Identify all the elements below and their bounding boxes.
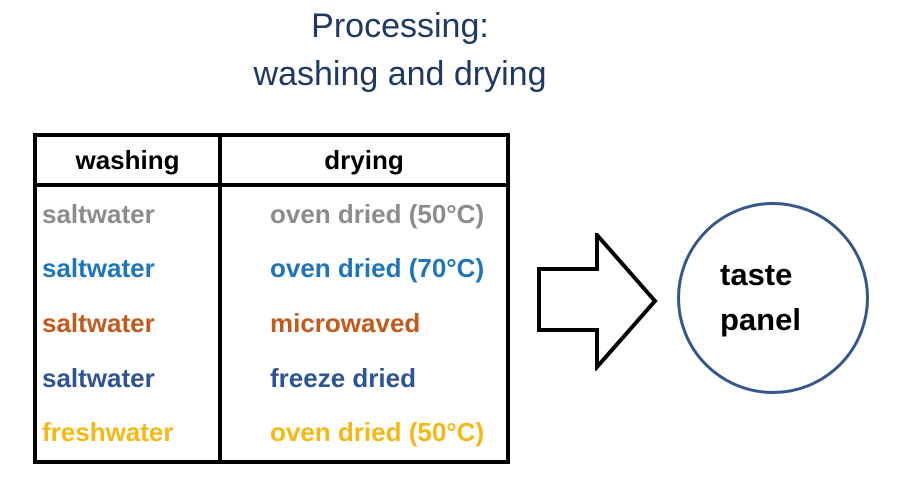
table-row: saltwater freeze dried xyxy=(37,350,506,406)
washing-cell: saltwater xyxy=(37,187,222,242)
washing-cell: freshwater xyxy=(37,405,222,460)
right-block-arrow-icon xyxy=(537,229,659,373)
washing-cell: saltwater xyxy=(37,350,222,406)
taste-panel-circle: taste panel xyxy=(677,202,869,394)
page-title: Processing: washing and drying xyxy=(100,2,700,99)
drying-cell: oven dried (50°C) xyxy=(270,417,485,448)
table-row: saltwater oven dried (70°C) xyxy=(37,241,506,297)
washing-cell: saltwater xyxy=(37,241,222,297)
drying-cell: freeze dried xyxy=(270,362,416,393)
processing-table: washing drying saltwater oven dried (50°… xyxy=(33,133,510,464)
page-title-line1: Processing: xyxy=(311,7,489,45)
drying-cell: microwaved xyxy=(270,307,421,338)
table-row: saltwater oven dried (50°C) xyxy=(37,187,506,242)
table-body: saltwater oven dried (50°C) saltwater ov… xyxy=(37,187,506,460)
taste-panel-label-line2: panel xyxy=(720,302,801,337)
page-title-line2: washing and drying xyxy=(253,55,547,94)
drying-cell: oven dried (50°C) xyxy=(270,198,485,229)
taste-panel-label-line1: taste xyxy=(720,257,793,293)
washing-cell: saltwater xyxy=(37,296,222,351)
table-row: freshwater oven dried (50°C) xyxy=(37,405,506,460)
table-row: saltwater microwaved xyxy=(37,296,506,351)
drying-cell: oven dried (70°C) xyxy=(270,253,485,284)
column-header-drying: drying xyxy=(324,144,404,175)
column-header-washing: washing xyxy=(37,137,222,183)
table-header-row: washing drying xyxy=(37,137,506,187)
